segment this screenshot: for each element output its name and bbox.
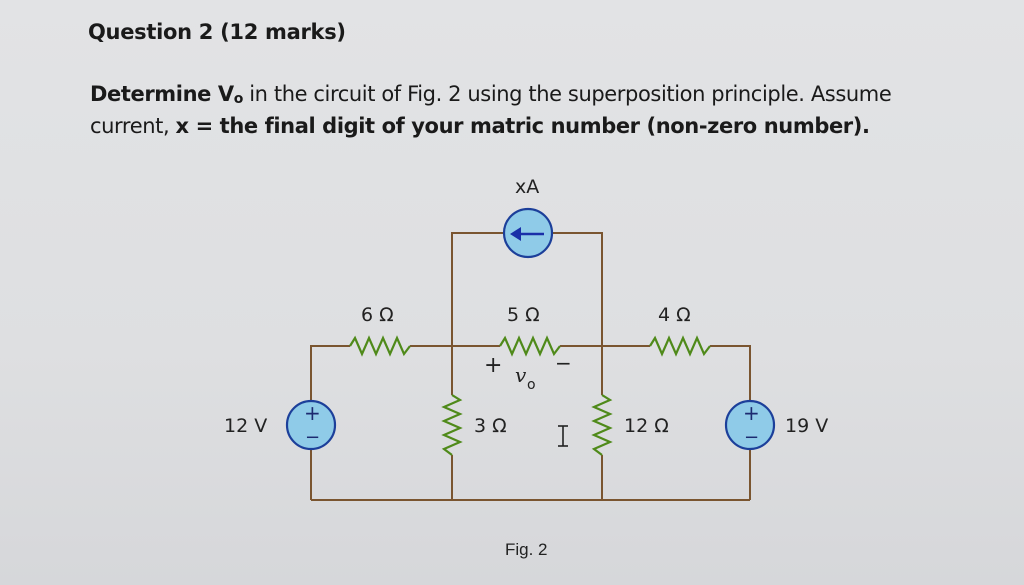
plus-icon: +	[743, 401, 760, 425]
current-source: xA	[502, 176, 554, 259]
vo-label: v	[515, 363, 527, 387]
resistor-6ohm-label: 6 Ω	[361, 304, 394, 326]
left-arrow-icon	[510, 227, 544, 241]
voltage-source-19v-label: 19 V	[785, 415, 828, 437]
question-lead-subscript: o	[233, 91, 244, 107]
question-title: Question 2 (12 marks)	[88, 20, 346, 44]
voltage-source-12v-label: 12 V	[224, 415, 267, 437]
resistor-4ohm-label: 4 Ω	[658, 304, 691, 326]
text-cursor-icon	[558, 425, 568, 447]
resistor-12ohm: 12 Ω	[591, 394, 669, 456]
current-source-label: xA	[515, 176, 539, 198]
minus-icon: −	[305, 427, 320, 448]
minus-icon: −	[744, 427, 759, 448]
resistor-12ohm-label: 12 Ω	[624, 415, 669, 437]
resistor-4ohm: 4 Ω	[649, 304, 711, 357]
vo-subscript: o	[527, 377, 536, 393]
voltage-source-19v: + − 19 V	[724, 399, 828, 451]
question-body: Determine Vo in the circuit of Fig. 2 us…	[90, 80, 970, 141]
wires	[310, 232, 751, 501]
figure-caption: Fig. 2	[505, 540, 548, 559]
resistor-3ohm: 3 Ω	[441, 394, 507, 456]
vo-minus: −	[555, 351, 572, 375]
resistor-5ohm: 5 Ω	[499, 304, 561, 357]
question-lead: Determine V	[90, 82, 234, 106]
resistor-3ohm-label: 3 Ω	[474, 415, 507, 437]
vo-plus: +	[484, 353, 502, 378]
vo-marker: + − v o	[484, 351, 572, 393]
resistor-6ohm: 6 Ω	[349, 304, 411, 357]
voltage-source-12v: + − 12 V	[224, 399, 337, 451]
question-assumption: x = the final digit of your matric numbe…	[175, 114, 870, 138]
question-text: in the circuit of Fig. 2 using the super…	[90, 82, 892, 138]
resistor-5ohm-label: 5 Ω	[507, 304, 540, 326]
plus-icon: +	[304, 401, 321, 425]
